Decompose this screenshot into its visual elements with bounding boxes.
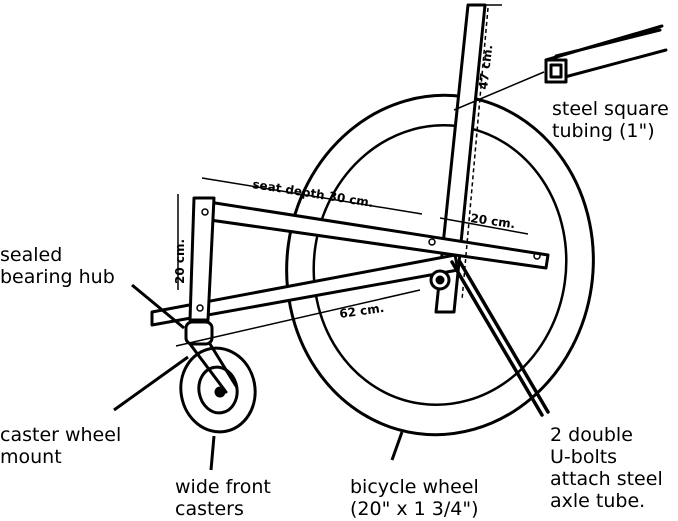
label-bicycle-wheel: bicycle wheel (20" x 1 3/4") xyxy=(350,476,479,520)
caster-wheel xyxy=(179,346,257,434)
dim-front-height: 20 cm. xyxy=(173,239,187,284)
dim-back-height: 47 cm. xyxy=(476,44,495,90)
u-bolt-strut xyxy=(450,260,550,417)
seat-rail xyxy=(194,198,550,270)
label-steel-tubing: steel square tubing (1") xyxy=(552,98,669,142)
dim-axle-offset: 20 cm. xyxy=(470,211,517,231)
front-upright-tube xyxy=(188,196,216,322)
label-u-bolts: 2 double U-bolts attach steel axle tube. xyxy=(550,424,663,512)
label-caster-wheel-mount: caster wheel mount xyxy=(0,424,122,468)
label-sealed-bearing-hub: sealed bearing hub xyxy=(0,244,115,288)
label-wide-front-casters: wide front casters xyxy=(175,476,271,520)
dim-frame-length: 62 cm. xyxy=(338,301,385,321)
dim-seat-depth: seat depth 30 cm. xyxy=(252,177,375,210)
